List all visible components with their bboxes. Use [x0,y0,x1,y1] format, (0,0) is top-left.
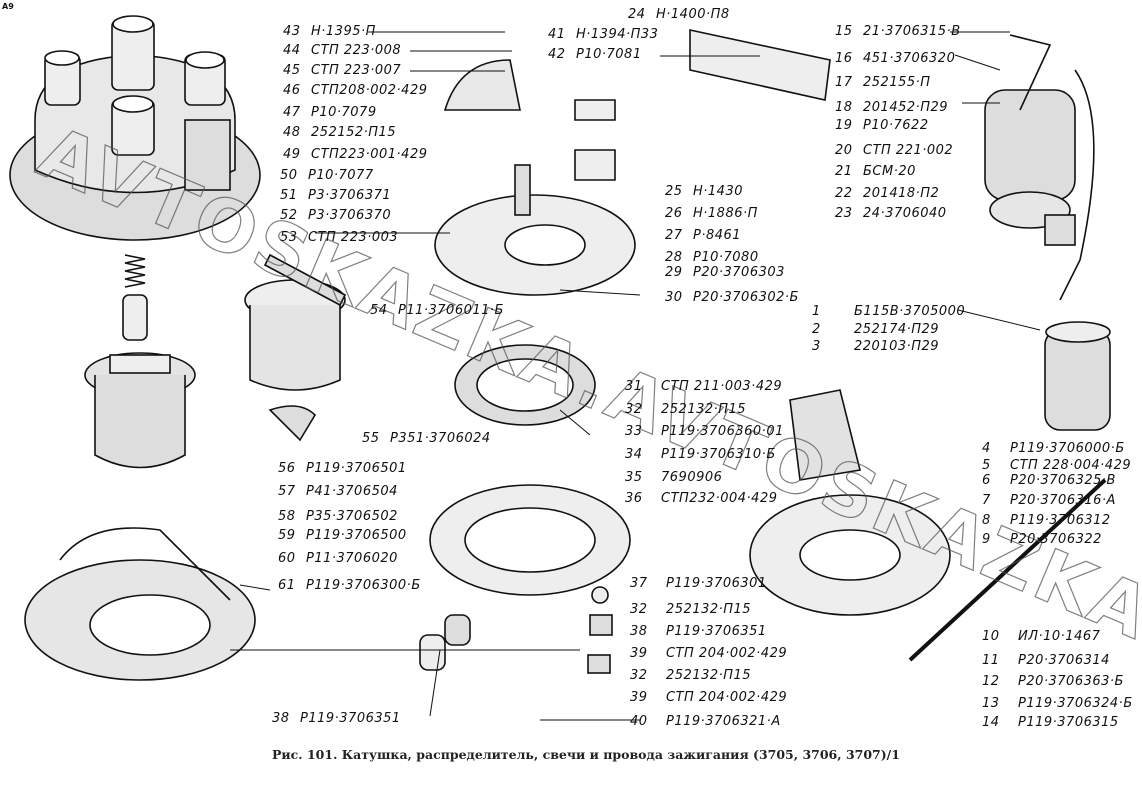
base-plate [749,389,951,616]
figure-caption: Рис. 101. Катушка, распределитель, свечи… [272,747,900,762]
distributor-cap [9,15,261,241]
bearing [454,344,596,426]
corner-mark: A9 [2,2,14,11]
rotor [84,352,196,469]
breaker-plate [24,527,256,681]
distributor-assembly [984,34,1095,301]
ignition-coil [1044,321,1111,431]
